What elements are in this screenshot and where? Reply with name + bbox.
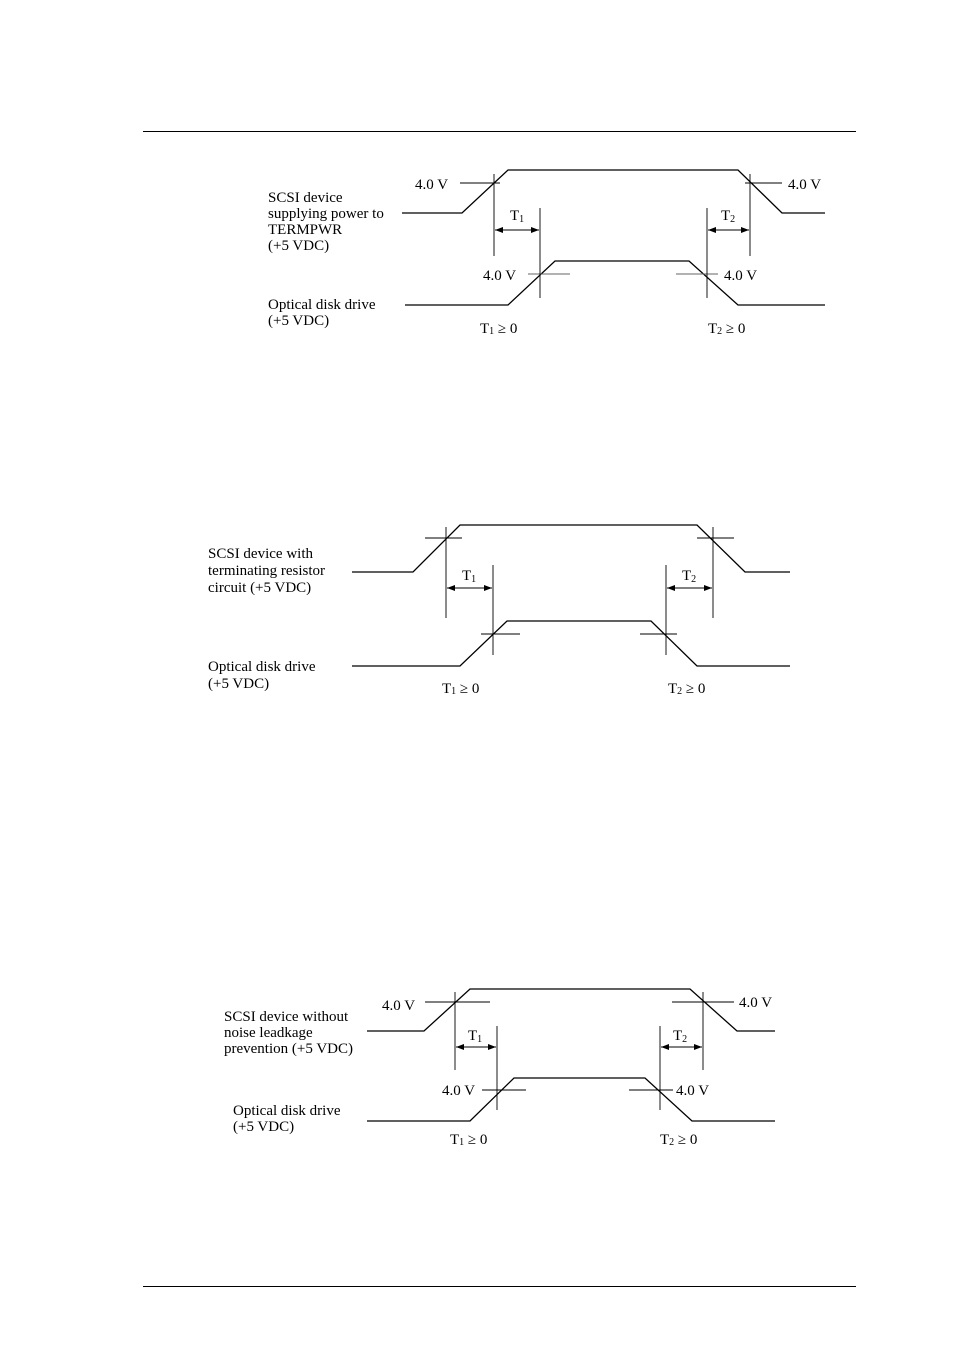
upper-label-line: prevention (+5 VDC) — [224, 1041, 353, 1057]
t1-condition: T1 ≥ 0 — [442, 681, 479, 697]
t2-condition: T2 ≥ 0 — [668, 681, 705, 697]
upper-signal-label: SCSI device supplying power to TERMPWR (… — [268, 190, 388, 254]
upper-label-line: circuit (+5 VDC) — [208, 580, 311, 596]
t2-label: T2 — [721, 208, 735, 225]
t1-arrow-right — [531, 227, 539, 233]
t2-arrow-right — [704, 585, 712, 591]
threshold-label: 4.0 V — [788, 177, 821, 193]
t1-arrow-left — [495, 227, 503, 233]
lower-label-line: Optical disk drive — [208, 659, 316, 675]
t2-arrow-left — [661, 1044, 669, 1050]
lower-signal-label: Optical disk drive (+5 VDC) — [233, 1103, 344, 1135]
upper-label-line: supplying power to — [268, 206, 384, 222]
t1-arrow-left — [447, 585, 455, 591]
lower-label-line: (+5 VDC) — [208, 676, 269, 692]
upper-label-line: SCSI device without — [224, 1009, 349, 1025]
upper-label-line: noise leadkage — [224, 1025, 313, 1041]
lower-waveform — [352, 620, 790, 667]
t1-condition: T1 ≥ 0 — [480, 321, 517, 337]
timing-diagram-termpwr: SCSI device supplying power to TERMPWR (… — [268, 169, 825, 337]
lower-label-line: Optical disk drive — [268, 297, 376, 313]
upper-label-line: SCSI device — [268, 190, 343, 206]
threshold-label: 4.0 V — [676, 1083, 709, 1099]
t2-label: T2 — [673, 1028, 687, 1045]
t2-label: T2 — [682, 568, 696, 585]
lower-waveform — [405, 260, 825, 306]
upper-waveform — [402, 169, 825, 214]
lower-signal-label: Optical disk drive (+5 VDC) — [268, 297, 379, 329]
lower-waveform — [367, 1077, 775, 1122]
timing-diagram-terminating-resistor: SCSI device with terminating resistor ci… — [208, 524, 790, 697]
t1-arrow-right — [488, 1044, 496, 1050]
t2-condition: T2 ≥ 0 — [708, 321, 745, 337]
threshold-label: 4.0 V — [739, 995, 772, 1011]
t1-label: T1 — [468, 1028, 482, 1045]
lower-label-line: (+5 VDC) — [268, 313, 329, 329]
t1-arrow-left — [456, 1044, 464, 1050]
t2-arrow-left — [708, 227, 716, 233]
lower-signal-label: Optical disk drive (+5 VDC) — [208, 659, 319, 692]
footer-rule — [143, 1286, 856, 1287]
header-rule — [143, 131, 856, 132]
threshold-label: 4.0 V — [415, 177, 448, 193]
upper-signal-label: SCSI device with terminating resistor ci… — [208, 546, 329, 596]
threshold-label: 4.0 V — [483, 268, 516, 284]
t1-condition: T1 ≥ 0 — [450, 1132, 487, 1148]
upper-signal-label: SCSI device without noise leadkage preve… — [224, 1009, 353, 1057]
upper-label-line: SCSI device with — [208, 546, 313, 562]
t1-label: T1 — [510, 208, 524, 225]
threshold-label: 4.0 V — [382, 998, 415, 1014]
threshold-label: 4.0 V — [724, 268, 757, 284]
upper-label-line: (+5 VDC) — [268, 238, 329, 254]
t2-arrow-right — [694, 1044, 702, 1050]
t1-label: T1 — [462, 568, 476, 585]
t2-condition: T2 ≥ 0 — [660, 1132, 697, 1148]
timing-diagram-noise-leakage: SCSI device without noise leadkage preve… — [224, 988, 775, 1148]
t2-arrow-right — [741, 227, 749, 233]
upper-waveform — [367, 988, 775, 1032]
t1-arrow-right — [484, 585, 492, 591]
lower-label-line: Optical disk drive — [233, 1103, 341, 1119]
upper-label-line: TERMPWR — [268, 222, 342, 238]
upper-waveform — [352, 524, 790, 573]
lower-label-line: (+5 VDC) — [233, 1119, 294, 1135]
threshold-label: 4.0 V — [442, 1083, 475, 1099]
t2-arrow-left — [667, 585, 675, 591]
upper-label-line: terminating resistor — [208, 563, 325, 579]
